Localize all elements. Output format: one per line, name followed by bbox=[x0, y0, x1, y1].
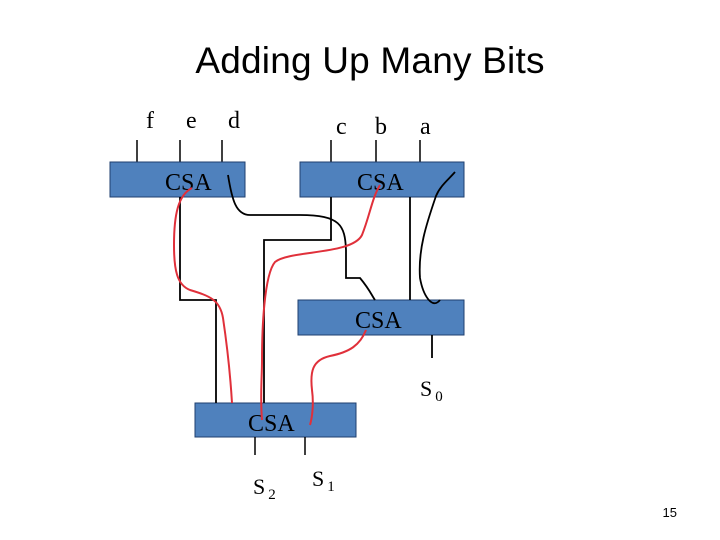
black-wires bbox=[179, 171, 456, 403]
page-number: 15 bbox=[662, 505, 677, 520]
slide-title: Adding Up Many Bits bbox=[195, 40, 545, 81]
csa-label-3: CSA bbox=[355, 308, 402, 334]
input-wires bbox=[136, 140, 421, 162]
s0-sub: 0 bbox=[435, 389, 443, 405]
csa-block-1: CSA bbox=[109, 161, 246, 198]
csa-block-3: CSA bbox=[297, 299, 465, 336]
output-wires bbox=[254, 437, 306, 455]
input-label-b: b bbox=[375, 114, 387, 140]
s0-base: S bbox=[420, 376, 432, 401]
svg-text:S1: S1 bbox=[312, 466, 335, 495]
input-label-d: d bbox=[228, 108, 240, 134]
s1-base: S bbox=[312, 466, 324, 491]
svg-text:S2: S2 bbox=[253, 474, 276, 503]
csa-block-4: CSA bbox=[194, 402, 357, 438]
input-label-f: f bbox=[146, 108, 154, 134]
csa-block-2: CSA bbox=[299, 161, 465, 198]
s2-base: S bbox=[253, 474, 265, 499]
svg-text:S0: S0 bbox=[420, 376, 443, 405]
csa-label-4: CSA bbox=[248, 411, 295, 437]
input-label-e: e bbox=[186, 108, 197, 134]
s1-sub: 1 bbox=[327, 479, 335, 495]
csa-label-2: CSA bbox=[357, 170, 404, 196]
s2-sub: 2 bbox=[268, 487, 276, 503]
input-label-c: c bbox=[336, 114, 347, 140]
input-label-a: a bbox=[420, 114, 431, 140]
highlight-wires bbox=[172, 184, 381, 426]
csa-label-1: CSA bbox=[165, 170, 212, 196]
